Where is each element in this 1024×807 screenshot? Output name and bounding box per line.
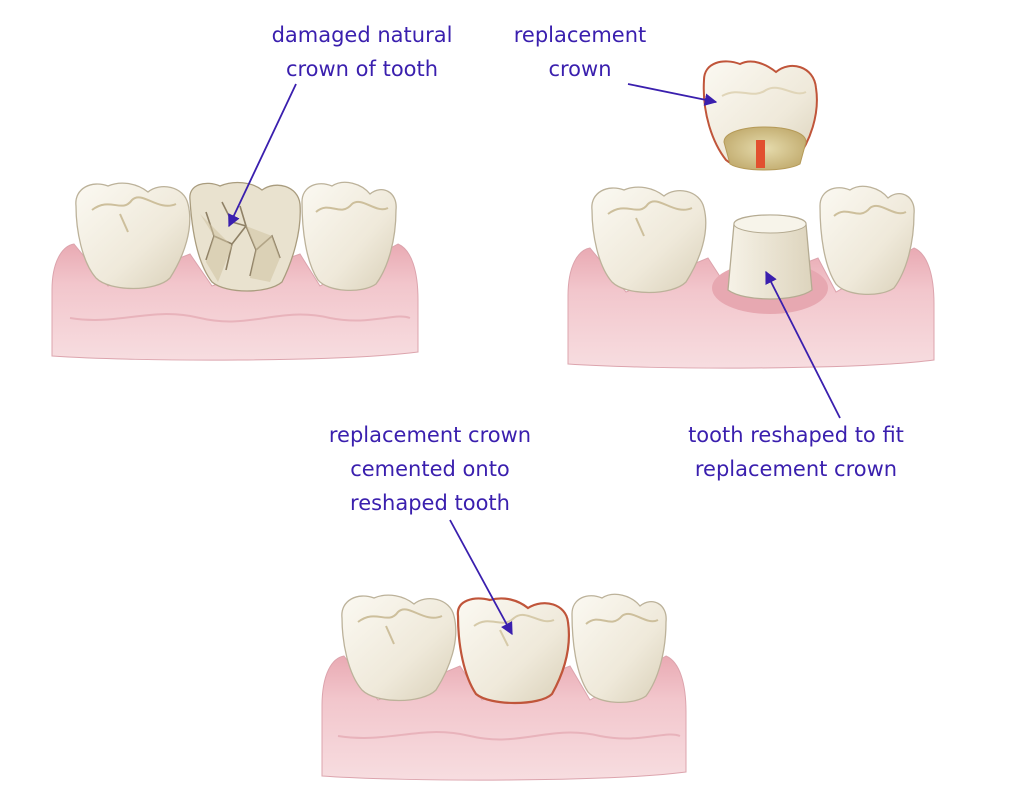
panel-damaged-tooth xyxy=(52,182,418,360)
crown-post xyxy=(756,140,765,168)
tooth-1c xyxy=(302,182,396,290)
label-line: crown of tooth xyxy=(232,52,492,86)
label-line: reshaped tooth xyxy=(290,486,570,520)
label-line: damaged natural xyxy=(232,18,492,52)
tooth-1b-damaged xyxy=(190,183,300,291)
label-tooth-reshaped: tooth reshaped to fit replacement crown xyxy=(646,418,946,486)
tooth-2c xyxy=(820,186,914,294)
label-replacement-crown: replacement crown xyxy=(480,18,680,86)
panel-reshaped-tooth xyxy=(568,61,934,368)
label-line: replacement xyxy=(480,18,680,52)
label-line: cemented onto xyxy=(290,452,570,486)
cemented-crown xyxy=(458,598,569,703)
label-line: replacement crown xyxy=(646,452,946,486)
panel-cemented-crown xyxy=(322,594,686,780)
label-line: tooth reshaped to fit xyxy=(646,418,946,452)
label-damaged-natural-crown: damaged natural crown of tooth xyxy=(232,18,492,86)
stump-top xyxy=(734,215,806,233)
label-line: crown xyxy=(480,52,680,86)
label-crown-cemented: replacement crown cemented onto reshaped… xyxy=(290,418,570,520)
label-line: replacement crown xyxy=(290,418,570,452)
tooth-3c xyxy=(572,594,666,702)
